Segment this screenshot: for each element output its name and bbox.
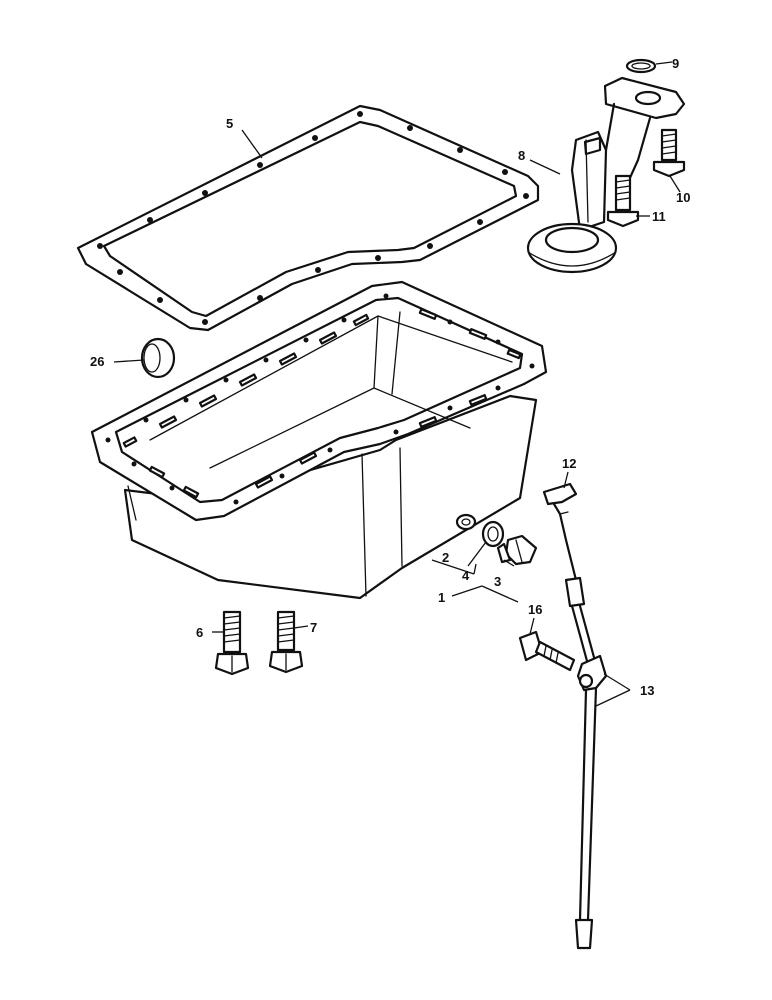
pan-gasket	[76, 104, 540, 332]
blanking-plug	[140, 337, 176, 379]
callout-10: 10	[676, 190, 690, 205]
drain-plug	[496, 534, 538, 566]
callout-4: 4	[462, 568, 470, 583]
callout-8: 8	[518, 148, 525, 163]
callout-labels: 5 8 9 10 11 26 2 4 3 1 6 7 12 16 13	[90, 56, 690, 698]
oil-strainer	[526, 76, 686, 274]
pan-flange-slots	[122, 308, 522, 499]
leader-lines	[113, 61, 681, 707]
strainer-bolt-10	[652, 128, 686, 178]
pan-flange-holes	[105, 293, 535, 505]
callout-12: 12	[562, 456, 576, 471]
callout-9: 9	[672, 56, 679, 71]
dipstick-guide-tube	[564, 576, 608, 950]
oil-pan	[90, 280, 548, 600]
callout-11: 11	[652, 209, 666, 224]
pan-bolt-7	[268, 610, 304, 674]
callout-13: 13	[640, 683, 654, 698]
callout-16: 16	[528, 602, 542, 617]
callout-3: 3	[494, 574, 501, 589]
strainer-bolt-11	[606, 174, 640, 228]
callout-2: 2	[442, 550, 449, 565]
callout-26: 26	[90, 354, 104, 369]
callout-6: 6	[196, 625, 203, 640]
callout-5: 5	[226, 116, 233, 131]
drain-washer	[481, 520, 505, 548]
dipstick	[542, 482, 578, 582]
pan-bolt-6	[214, 610, 250, 676]
guide-tube-bolt	[518, 630, 576, 672]
callout-1: 1	[438, 590, 445, 605]
gasket-bolt-holes	[97, 111, 529, 325]
o-ring	[625, 58, 657, 74]
callout-7: 7	[310, 620, 317, 635]
